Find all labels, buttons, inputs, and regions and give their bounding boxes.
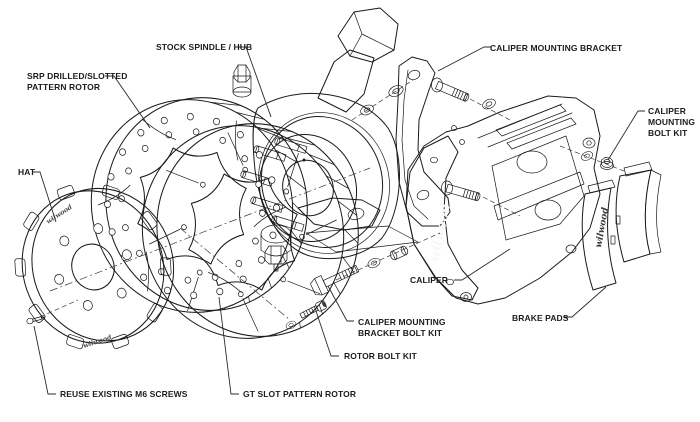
leader-brake-pads [564,286,607,318]
gt-slot-pattern-rotor [128,96,387,364]
label-caliper-mounting-bracket: CALIPER MOUNTING BRACKET [490,43,623,53]
caliper-mounting-nut [600,157,614,170]
hat: wilwood wilwood [14,184,175,350]
bracket-bolt-axis [335,232,441,281]
label-stock-spindle-hub: STOCK SPINDLE / HUB [156,42,252,52]
washer [480,96,498,112]
caliper-mounting-bracket [395,56,482,227]
leader-rotor-bolt-kit [315,310,339,357]
leader-srp-rotor [105,75,151,129]
label-caliper-mounting-bolt-kit-line1: CALIPER [648,106,686,116]
leader-mounting-bracket [437,46,491,72]
caliper-window [491,135,585,241]
rotor-bolt [299,300,327,319]
wheel-studs [239,136,308,232]
stud-caliper-axis-bottom [482,196,521,217]
caliper: wilwood [405,95,601,305]
label-hat: HAT [18,167,36,177]
assembly-axis-lines [39,79,625,321]
brake-pads: wilwood [581,161,662,291]
leader-gt-rotor [218,296,239,395]
brake-pad-rear [615,161,662,263]
leader-stock-spindle [238,46,272,118]
leader-hat [32,171,57,223]
leader-bracket-bolt-kit [327,285,354,322]
label-brake-pads: BRAKE PADS [512,313,569,323]
hat-screw-holes [54,223,132,311]
stock-spindle-hub [232,7,419,272]
drilled-holes [103,112,281,300]
label-bracket-bolt-kit-line2: BRACKET BOLT KIT [358,328,443,338]
hat-brand-script-bottom: wilwood [82,333,113,350]
label-caliper-mounting-bolt-kit-line3: BOLT KIT [648,128,688,138]
leader-reuse-m6 [33,325,56,395]
m6-screw-axis [39,299,79,318]
label-srp-rotor-line2: PATTERN ROTOR [27,82,100,92]
label-caliper: CALIPER [410,275,448,285]
label-gt-rotor: GT SLOT PATTERN ROTOR [243,389,356,399]
main-axis-line [49,167,371,292]
callout-labels: SRP DRILLED/SLOTTED PATTERN ROTOR STOCK … [18,42,695,399]
srp-drilled-slotted-rotor [77,70,336,338]
hat-brand-script-top: wilwood [45,203,74,226]
label-rotor-bolt-kit: ROTOR BOLT KIT [344,351,418,361]
rotor-bolt-axis [179,227,291,321]
label-bracket-bolt-kit-line1: CALIPER MOUNTING [358,317,446,327]
m6-screw [26,316,45,325]
upper-mount [337,7,399,63]
hub-bore [282,159,334,217]
leader-caliper [454,248,511,281]
bracket-washer-axis [351,79,414,121]
hub-flange [258,134,358,242]
bolt-spacer [389,245,409,261]
caliper-band [405,135,479,301]
label-reuse-m6: REUSE EXISTING M6 SCREWS [60,389,188,399]
leader-lines [32,46,645,395]
leader-mounting-bolt-kit [607,110,645,161]
label-srp-rotor-line1: SRP DRILLED/SLOTTED [27,71,127,81]
label-caliper-mounting-bolt-kit-line2: MOUNTING [648,117,695,127]
caliper-brand-script: wilwood [427,202,454,263]
washer [579,149,595,163]
hardware [26,82,614,331]
spindle-nut [232,64,252,98]
bracket-hex-bolt [310,264,360,296]
